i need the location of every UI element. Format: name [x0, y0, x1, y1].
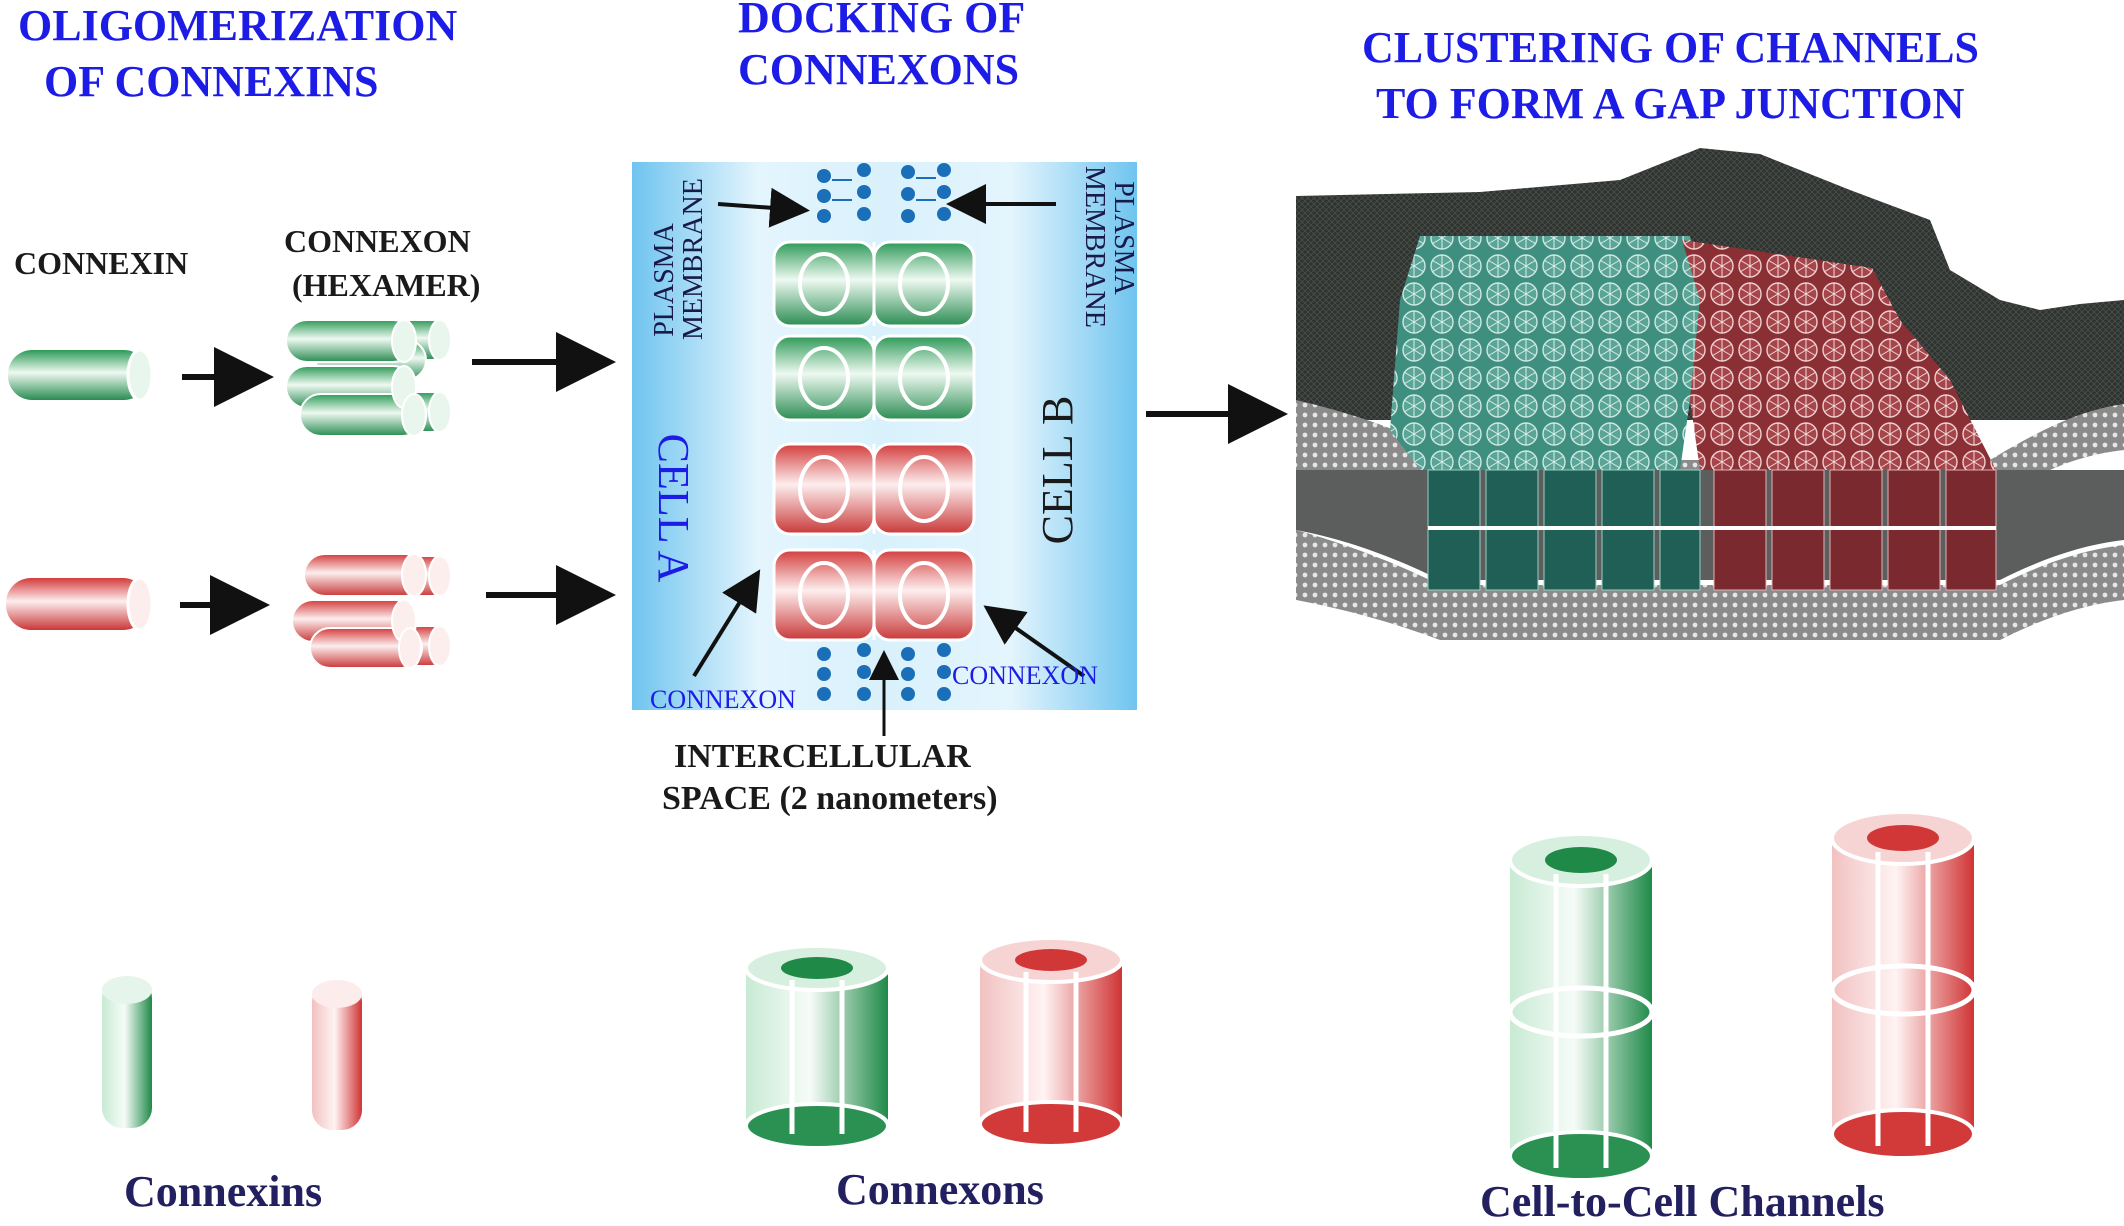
- docked-red-channel-2: [772, 548, 976, 642]
- connexon-arrow-label-right: CONNEXON: [952, 661, 1098, 690]
- plasma-membrane-left-line1: PLASMA: [649, 223, 680, 337]
- plasma-membrane-right-line1: PLASMA: [1108, 181, 1139, 295]
- caption-cell-to-cell-channels: Cell-to-Cell Channels: [1480, 1177, 1885, 1226]
- caption-connexins: Connexins: [124, 1167, 323, 1216]
- connexon-arrow-label-left: CONNEXON: [650, 685, 796, 714]
- plasma-membrane-label-left: PLASMA MEMBRANE: [649, 178, 722, 340]
- green-connexon-open: [744, 944, 890, 1150]
- lipid-heads-bottom: [817, 643, 951, 701]
- docking-panel: [632, 162, 1137, 736]
- docking-title-line2: CONNEXONS: [738, 45, 1020, 94]
- green-connexin-horizontal: [8, 348, 154, 402]
- plasma-membrane-left-line2: MEMBRANE: [678, 178, 710, 340]
- oligomerization-title-line1: OLIGOMERIZATION: [18, 1, 458, 50]
- red-connexon-hexamer: [291, 553, 453, 669]
- connexon-label-line2: (HEXAMER): [292, 267, 481, 303]
- intercellular-label-line1: INTERCELLULAR: [674, 738, 971, 775]
- docked-green-channel-2: [772, 334, 976, 422]
- red-connexin-horizontal: [6, 576, 154, 632]
- cell-a-label: CELL A: [649, 433, 698, 583]
- red-connexon-open: [978, 936, 1124, 1148]
- vertical-green-connexin: [102, 976, 152, 1128]
- docking-title-line1: DOCKING OF: [738, 0, 1026, 42]
- cell-b-label: CELL B: [1033, 395, 1082, 545]
- caption-connexons: Connexons: [836, 1165, 1044, 1214]
- docked-green-channel-1: [772, 240, 976, 328]
- green-cell-to-cell-channel: [1507, 832, 1655, 1182]
- clustering-title-line1: CLUSTERING OF CHANNELS: [1362, 23, 1979, 72]
- plasma-membrane-right-line2: MEMBRANE: [1078, 166, 1110, 328]
- clustering-title-line2: TO FORM A GAP JUNCTION: [1376, 79, 1965, 128]
- intercellular-label-line2: SPACE (2 nanometers): [662, 780, 998, 817]
- plasma-membrane-label-right: PLASMA MEMBRANE: [1066, 166, 1139, 328]
- oligomerization-title-line2: OF CONNEXINS: [44, 57, 379, 106]
- red-cell-to-cell-channel: [1829, 810, 1977, 1160]
- gap-junction-plaque: [1296, 148, 2124, 650]
- green-connexon-hexamer: [285, 319, 453, 437]
- vertical-red-connexin: [312, 980, 362, 1130]
- docked-red-channel-1: [772, 442, 976, 536]
- connexin-label: CONNEXIN: [14, 245, 189, 281]
- connexon-label-line1: CONNEXON: [284, 223, 471, 259]
